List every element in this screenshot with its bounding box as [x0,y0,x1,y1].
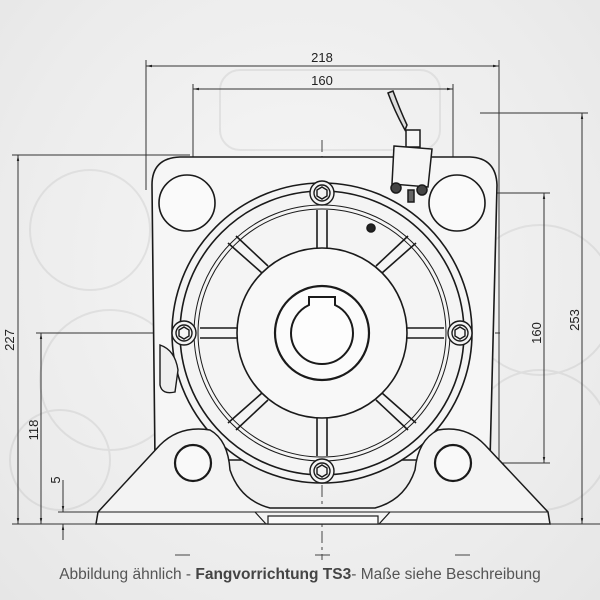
base-feet [95,428,551,525]
dim-5 [58,480,100,540]
dim-160-h-label: 160 [311,73,333,88]
housing [151,156,498,484]
dim-227-label: 227 [2,329,17,351]
caption: Abbildung ähnlich - Fangvorrichtung TS3-… [0,566,600,584]
caption-product: Fangvorrichtung TS3 [195,566,352,583]
dim-253-label: 253 [567,309,582,331]
caption-prefix: Abbildung ähnlich - [59,566,196,583]
dim-118-label: 118 [26,420,41,441]
dim-218 [145,60,500,470]
bolts [171,180,473,484]
technical-drawing: 218 160 227 118 5 160 253 [2,50,600,560]
dim-160-v-label: 160 [529,322,544,344]
limit-switch [387,90,433,203]
side-lug [159,344,179,394]
dim-5-label: 5 [48,476,63,483]
dim-218-label: 218 [311,50,333,65]
caption-suffix: - Maße siehe Beschreibung [351,566,541,583]
dim-160-vertical [497,192,550,464]
dim-118 [36,332,150,524]
